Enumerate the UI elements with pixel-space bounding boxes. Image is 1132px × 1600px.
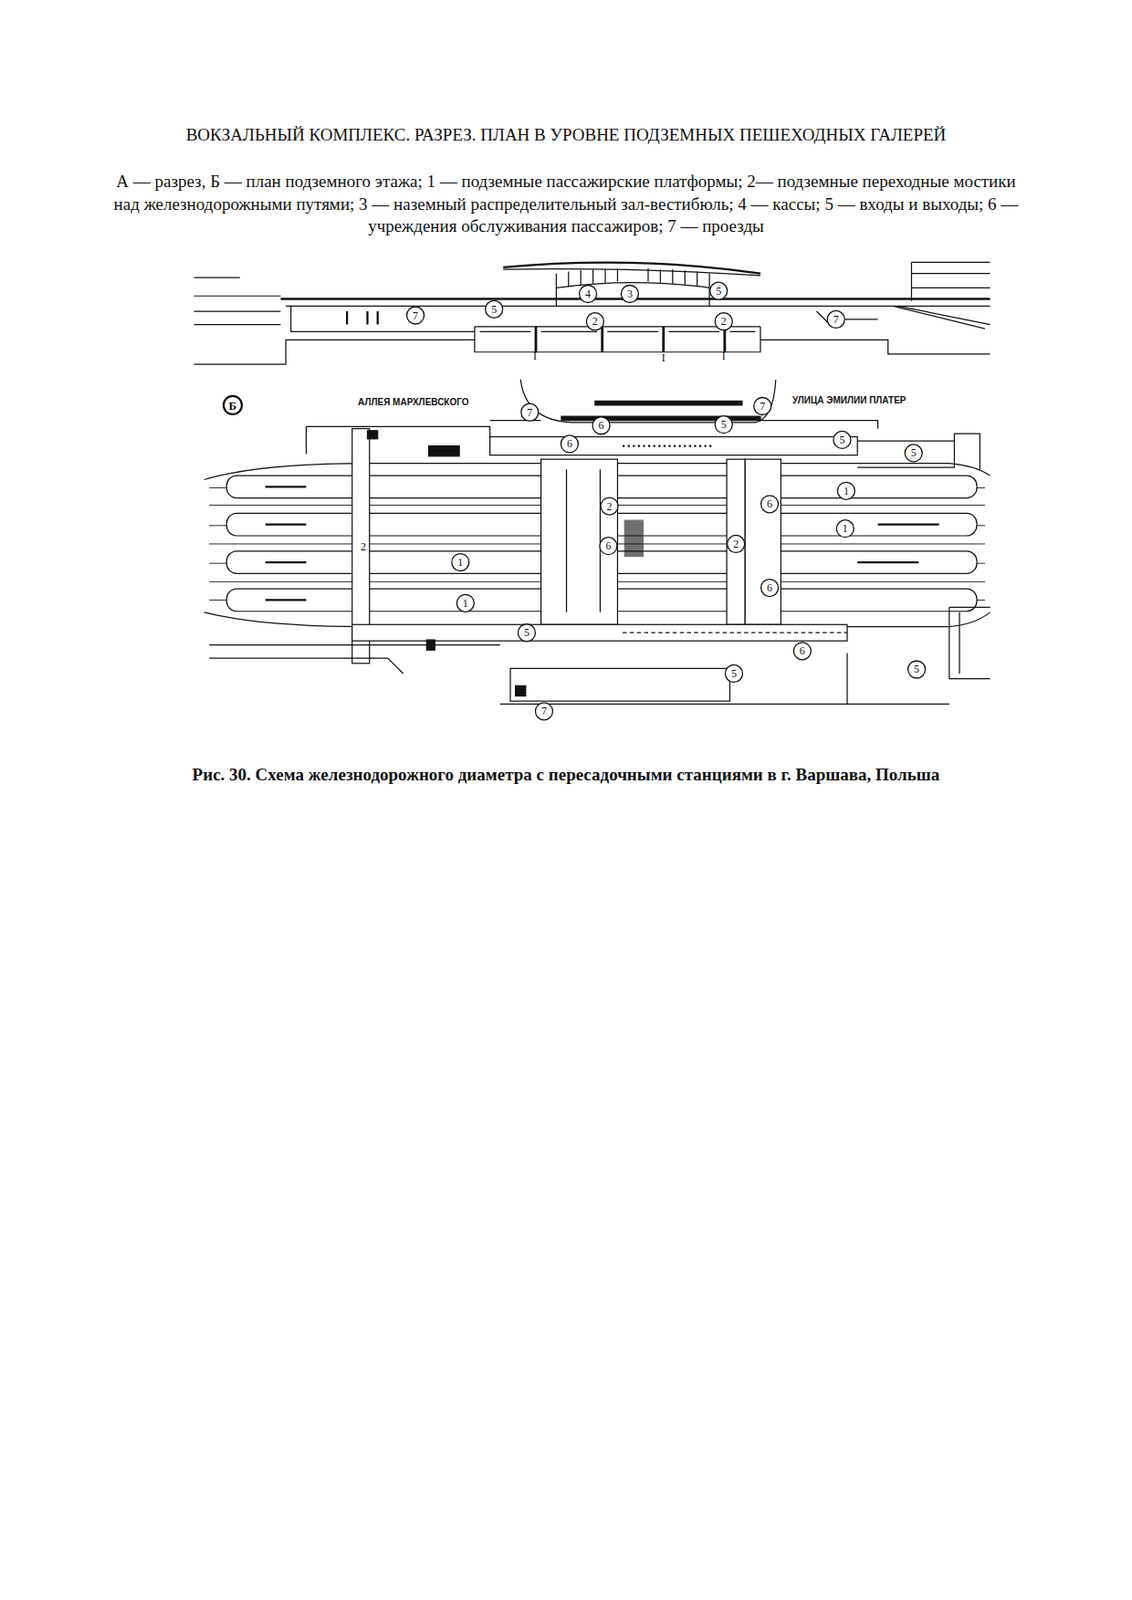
callout-circle: [451, 554, 470, 572]
callout-number: 2: [592, 315, 598, 327]
callout-circle: [727, 534, 745, 553]
caption: Рис. 30. Схема железнодорожного диаметра…: [0, 765, 1132, 786]
callout-circle: [456, 594, 474, 612]
callout-circle: [833, 430, 851, 449]
callout-circle: [836, 520, 854, 538]
callout-circle: [579, 285, 598, 304]
section-drawing: [193, 262, 990, 365]
callout-circle: [586, 313, 604, 331]
callout-circle: [521, 403, 539, 421]
callout-circle: [714, 313, 733, 331]
callout-circle: [754, 398, 772, 416]
callout-number: 2: [360, 541, 367, 553]
callout-number: 2: [721, 315, 727, 327]
callout-number: 5: [524, 627, 530, 639]
title: ВОКЗАЛЬНЫЙ КОМПЛЕКС. РАЗРЕЗ. ПЛАН В УРОВ…: [0, 125, 1132, 146]
callout-number: 1: [457, 556, 463, 568]
callout-number: 2: [607, 501, 613, 513]
callout-circle: [592, 417, 610, 435]
callout-number: 4: [585, 288, 591, 300]
callout-number: 7: [759, 400, 766, 412]
callout-circle: [534, 702, 553, 721]
callout-number: 1: [843, 485, 849, 497]
callout-number: I: [661, 352, 666, 364]
callout-circle: [560, 435, 578, 453]
callout-number: 7: [833, 314, 839, 325]
callout-number: 1: [842, 523, 849, 535]
callout-number: I: [533, 350, 537, 362]
callout-circle: [710, 282, 728, 300]
callout-number: 7: [526, 407, 533, 419]
callout-number: 5: [491, 303, 497, 315]
callout-number: 6: [766, 498, 773, 510]
callout-circle: [904, 444, 923, 462]
callout-number: 6: [566, 438, 573, 450]
callout-circle: [517, 624, 535, 642]
callout-number: 7: [412, 310, 419, 322]
callout-circle: [407, 306, 425, 325]
callout-number: 6: [799, 645, 806, 657]
callout-number: 5: [911, 447, 917, 459]
street-name: УЛИЦА ЭМИЛИИ ПЛАТЕР: [790, 395, 909, 407]
callout-circle: [827, 310, 845, 328]
callout-number: 7: [541, 705, 547, 717]
callout-number: 5: [731, 668, 737, 680]
callout-number: 6: [598, 419, 605, 431]
callout-circle: [761, 495, 779, 514]
plan-drawing: [204, 379, 991, 705]
callout-number: 5: [913, 663, 920, 675]
callout-number: 1: [462, 597, 469, 609]
callout-number: 6: [766, 582, 773, 594]
callout-circle: [761, 579, 779, 598]
callout-circle: [724, 664, 743, 682]
callout-circle: [223, 396, 242, 415]
legend-text: А — разрез, Б — план подземного этажа; 1…: [109, 170, 1023, 239]
callout-circle: [837, 482, 855, 500]
callout-number: 5: [721, 419, 727, 430]
street-name: АЛЛЕЯ МАРХЛЕВСКОГО: [356, 397, 471, 409]
callout-circle: [599, 537, 618, 556]
callout-circle: [714, 416, 733, 434]
callout-number: 3: [627, 288, 633, 300]
callout-number: 5: [838, 434, 845, 446]
callout-number: 2: [733, 538, 739, 550]
view-letter: Б: [229, 398, 238, 411]
callout-number: 5: [715, 285, 722, 297]
callout-number: I: [722, 350, 726, 362]
callout-number: 6: [605, 540, 611, 552]
callout-circle: [793, 642, 811, 661]
callout-circle: [620, 285, 639, 304]
callout-circle: [600, 497, 619, 515]
callout-circle: [485, 300, 504, 318]
callout-circle: [908, 660, 926, 679]
